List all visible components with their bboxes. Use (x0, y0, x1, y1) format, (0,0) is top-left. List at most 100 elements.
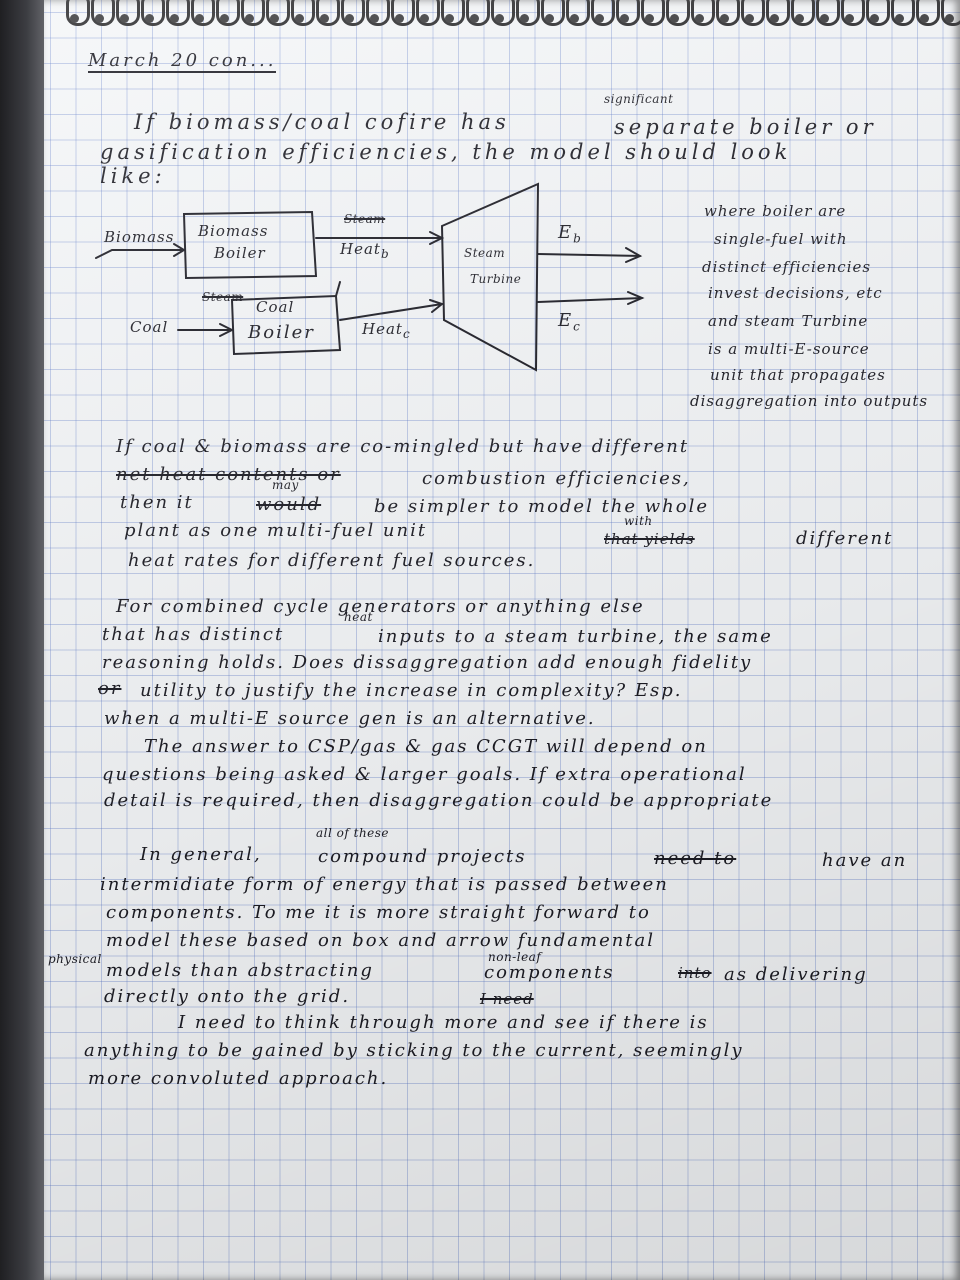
para5-line1-struck: need to (654, 848, 737, 869)
spiral-coil (791, 0, 815, 26)
binding-hole (220, 14, 229, 23)
para2-line4-a: plant as one multi-fuel unit (124, 520, 428, 541)
side-note-line-7: unit that propagates (710, 366, 886, 384)
binding-hole (495, 14, 504, 23)
binding-hole (245, 14, 254, 23)
spiral-coil (716, 0, 740, 26)
binding-hole (870, 14, 879, 23)
para2-line5: heat rates for different fuel sources. (128, 550, 536, 571)
binding-hole (945, 14, 954, 23)
binding-hole (645, 14, 654, 23)
para5-line3: components. To me it is more straight fo… (106, 902, 651, 923)
binding-hole (720, 14, 729, 23)
para1-line1-end: separate boiler or (614, 115, 877, 139)
e-b-output-arrow (537, 253, 641, 257)
para2-line2-struck: net heat contents or (116, 464, 341, 485)
para4-line1: The answer to CSP/gas & gas CCGT will de… (144, 736, 708, 757)
spiral-coil (66, 0, 90, 26)
para5-line1-c: have an (822, 850, 908, 871)
para3-line2-a: that has distinct (102, 624, 285, 645)
spiral-coil (641, 0, 665, 26)
e-c-label: Ec (558, 310, 581, 334)
heat-c-arrow (339, 303, 443, 321)
biomass-boiler-label-1: Biomass (198, 222, 269, 240)
para6-line2: anything to be gained by sticking to the… (84, 1040, 744, 1061)
spiral-coil (91, 0, 115, 26)
biomass-boiler-box (182, 210, 318, 280)
para5-line6-a: directly onto the grid. (104, 986, 351, 1007)
spiral-coil (891, 0, 915, 26)
spiral-coil (666, 0, 690, 26)
binding-hole (445, 14, 454, 23)
spiral-coil (241, 0, 265, 26)
spiral-coil (191, 0, 215, 26)
biomass-input-arrow (95, 249, 185, 259)
spiral-coil (466, 0, 490, 26)
para5-line1-a: In general, (140, 844, 262, 865)
para3-line5: when a multi-E source gen is an alternat… (104, 708, 596, 729)
para2-line3-struck: would (256, 494, 322, 515)
binding-hole (95, 14, 104, 23)
binding-hole (845, 14, 854, 23)
binding-hole (320, 14, 329, 23)
binding-hole (195, 14, 204, 23)
spiral-coil (316, 0, 340, 26)
insert-heat: heat (344, 610, 373, 624)
para5-line5-a: models than abstracting (106, 960, 374, 981)
binding-hole (695, 14, 704, 23)
insert-non-leaf: non-leaf (488, 950, 542, 964)
spiral-coil (216, 0, 240, 26)
coal-boiler-label-2: Boiler (248, 322, 315, 343)
binding-hole (670, 14, 679, 23)
binding-hole (70, 14, 79, 23)
spiral-coil (591, 0, 615, 26)
side-note-line-6: is a multi-E-source (708, 340, 870, 358)
para2-line3-b: be simpler to model the whole (374, 496, 710, 517)
spiral-coil (116, 0, 140, 26)
spiral-coil (866, 0, 890, 26)
binding-hole (170, 14, 179, 23)
side-note-line-5: and steam Turbine (708, 312, 869, 330)
insert-may: may (272, 478, 299, 492)
binding-hole (895, 14, 904, 23)
side-note-line-8: disaggregation into outputs (690, 392, 929, 410)
spiral-coil (816, 0, 840, 26)
para2-line3-a: then it (120, 492, 194, 513)
spiral-coil (741, 0, 765, 26)
notebook-page: March 20 con... significant If biomass/c… (44, 0, 960, 1280)
spiral-coil (491, 0, 515, 26)
para2-line1: If coal & biomass are co-mingled but hav… (116, 436, 690, 457)
binding-hole (420, 14, 429, 23)
para1-line3: like: (100, 164, 166, 188)
binding-hole (795, 14, 804, 23)
binding-hole (345, 14, 354, 23)
binding-hole (620, 14, 629, 23)
spiral-coil (916, 0, 940, 26)
para2-line2: combustion efficiencies, (422, 468, 691, 489)
biomass-input-label: Biomass (104, 228, 175, 246)
insert-all-of-these: all of these (316, 826, 390, 840)
heat-c-label: Heatc (362, 320, 411, 341)
para3-line2-b: inputs to a steam turbine, the same (378, 626, 773, 647)
binding-hole (570, 14, 579, 23)
para2-line4-struck: that yields (604, 530, 695, 548)
para5-line5-struck: into (678, 964, 712, 982)
para4-line2: questions being asked & larger goals. If… (102, 764, 747, 785)
para5-line5-b: components (484, 962, 615, 983)
notebook-cover-edge (0, 0, 48, 1280)
spiral-coil (541, 0, 565, 26)
side-note-line-1: where boiler are (704, 202, 847, 220)
spiral-coil (416, 0, 440, 26)
boiler-turbine-diagram (95, 182, 645, 372)
coal-boiler-box (230, 294, 342, 356)
spiral-coil (366, 0, 390, 26)
para5-line5-c: as delivering (724, 964, 868, 985)
coal-input-label: Coal (130, 318, 169, 336)
para5-line4: model these based on box and arrow funda… (106, 930, 656, 951)
binding-hole (145, 14, 154, 23)
e-c-output-arrow (537, 297, 643, 303)
spiral-coil (691, 0, 715, 26)
spiral-coil (941, 0, 960, 26)
binding-hole (295, 14, 304, 23)
insert-with: with (624, 514, 653, 528)
